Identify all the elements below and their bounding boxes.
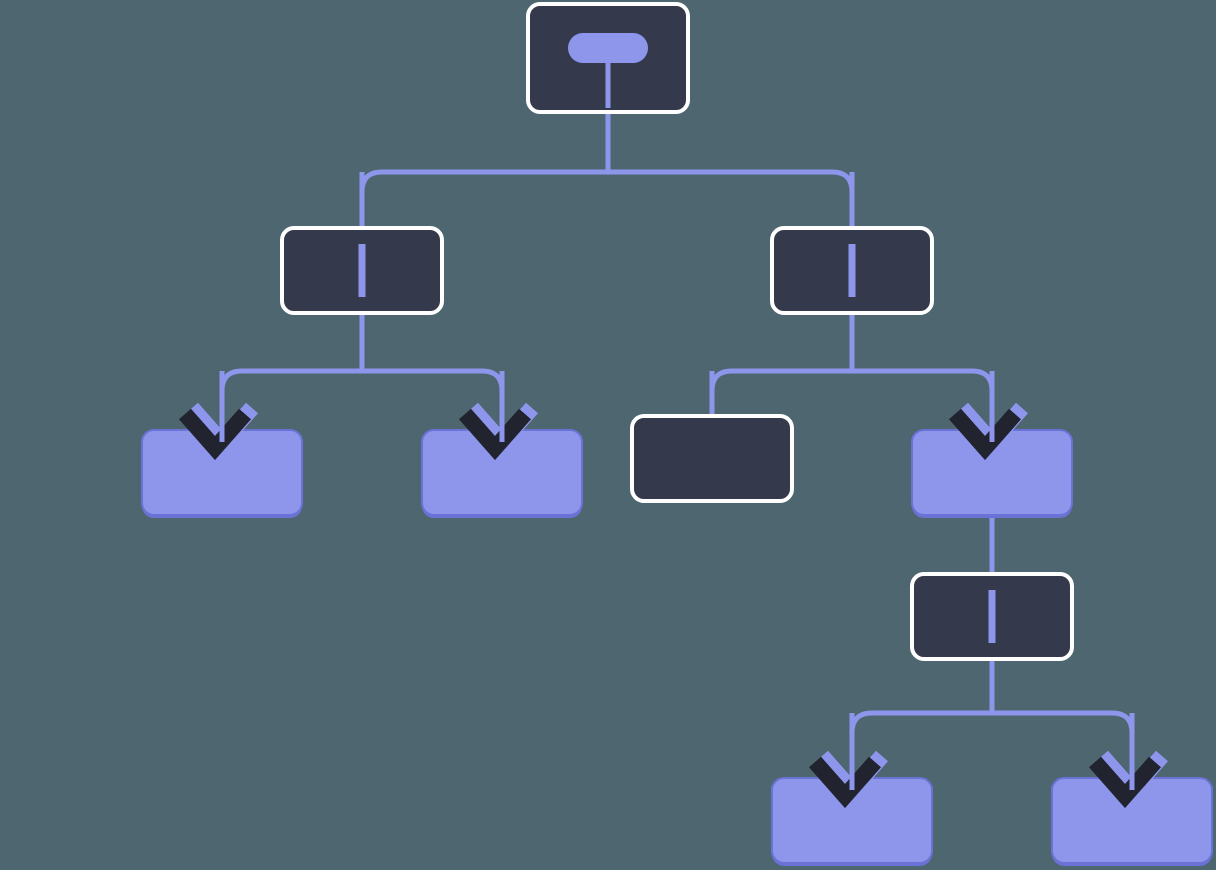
node-l3-d[interactable] <box>911 429 1073 518</box>
arrow-layer <box>179 396 1168 809</box>
node-layer <box>141 2 1213 866</box>
arrowhead-shadow-e-bus4-a <box>809 756 881 809</box>
node-marker-pill-root <box>568 33 648 63</box>
arrowhead-shadow-e-bus2-b <box>459 408 531 461</box>
node-l3-c[interactable] <box>630 414 794 503</box>
node-l3-a[interactable] <box>141 429 303 518</box>
connector-e-bus2 <box>219 368 505 392</box>
arrowhead-shadow-e-bus3-d <box>949 408 1021 461</box>
connector-e-bus4 <box>849 710 1135 734</box>
connector-e-bus3 <box>709 368 995 392</box>
through-line-layer <box>358 33 996 643</box>
node-l3-b[interactable] <box>421 429 583 518</box>
arrowhead-shadow-e-bus2-a <box>179 408 251 461</box>
node-box-l3-c[interactable] <box>630 414 794 503</box>
node-l5-a[interactable] <box>771 777 933 866</box>
arrowhead-shadow-e-bus4-b <box>1089 756 1161 809</box>
connector-e-bus1 <box>359 169 855 193</box>
node-l5-b[interactable] <box>1051 777 1213 866</box>
